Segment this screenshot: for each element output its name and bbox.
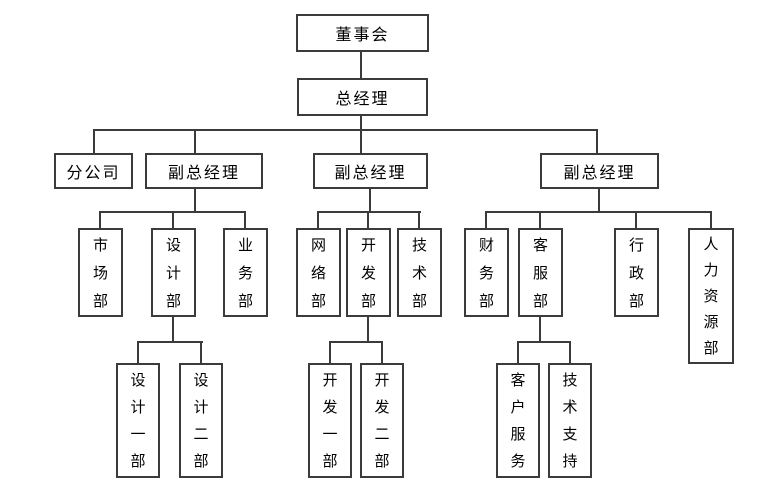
node-label: 设计一部	[130, 370, 146, 470]
connector-rail-design	[137, 341, 203, 343]
connector-stub-deputy-gm-3	[598, 189, 600, 212]
node-label: 市场部	[92, 235, 108, 310]
node-design-division-1: 设计一部	[116, 363, 160, 478]
connector-drop-development	[367, 212, 369, 228]
node-label: 董事会	[335, 25, 390, 44]
node-label: 开发一部	[322, 370, 338, 470]
node-tech-support-team: 技术支持	[548, 363, 592, 478]
connector-stub-customer-service	[539, 317, 541, 342]
connector-stub-design	[172, 317, 174, 342]
connector-drop-deputy-gm-3	[596, 130, 598, 153]
connector-drop-design-2	[200, 342, 202, 363]
connector-drop-hr	[710, 212, 712, 228]
node-label: 技术部	[411, 235, 427, 310]
connector-drop-branch-company	[93, 130, 95, 153]
node-development-division-2: 开发二部	[360, 363, 404, 478]
connector-rail-development	[329, 341, 383, 343]
node-development-division-1: 开发一部	[308, 363, 352, 478]
connector-board-gm	[360, 52, 362, 78]
node-human-resources-dept: 人力资源部	[688, 228, 734, 364]
node-business-dept: 业务部	[223, 228, 268, 317]
node-branch-company: 分公司	[54, 153, 133, 189]
node-admin-dept: 行政部	[614, 228, 659, 317]
node-board-of-directors: 董事会	[296, 14, 429, 52]
connector-drop-network	[317, 212, 319, 228]
node-label: 业务部	[237, 235, 253, 310]
node-customer-service-dept: 客服部	[518, 228, 563, 317]
node-deputy-gm-2: 副总经理	[313, 153, 428, 189]
connector-drop-finance	[485, 212, 487, 228]
connector-gm-main	[360, 116, 362, 153]
connector-drop-customer-service-team	[517, 342, 519, 363]
node-label: 客服部	[532, 235, 548, 310]
node-finance-dept: 财务部	[464, 228, 509, 317]
connector-drop-deputy-gm-1	[194, 130, 196, 153]
node-label: 网络部	[310, 235, 326, 310]
node-label: 人力资源部	[703, 235, 719, 357]
node-marketing-dept: 市场部	[78, 228, 123, 317]
node-label: 副总经理	[334, 163, 407, 182]
connector-drop-design	[172, 212, 174, 228]
connector-main-rail	[93, 129, 598, 131]
node-label: 设计二部	[193, 370, 209, 470]
node-design-dept: 设计部	[151, 228, 196, 317]
node-label: 副总经理	[167, 163, 240, 182]
node-label: 副总经理	[563, 163, 636, 182]
node-customer-service-team: 客户服务	[496, 363, 540, 478]
node-technology-dept: 技术部	[397, 228, 442, 317]
connector-rail-customer-service	[517, 341, 571, 343]
node-label: 设计部	[165, 235, 181, 310]
node-label: 开发二部	[374, 370, 390, 470]
connector-drop-technology	[418, 212, 420, 228]
node-label: 技术支持	[562, 370, 578, 470]
node-label: 客户服务	[510, 370, 526, 470]
node-network-dept: 网络部	[296, 228, 341, 317]
connector-stub-deputy-gm-2	[369, 189, 371, 212]
node-label: 总经理	[335, 89, 390, 108]
connector-drop-development-2	[381, 342, 383, 363]
connector-drop-marketing	[99, 212, 101, 228]
connector-rail-group-2	[317, 211, 421, 213]
node-label: 行政部	[628, 235, 644, 310]
node-general-manager: 总经理	[297, 78, 428, 116]
connector-stub-deputy-gm-1	[194, 189, 196, 212]
connector-stub-development	[367, 317, 369, 342]
connector-drop-admin	[635, 212, 637, 228]
node-design-division-2: 设计二部	[179, 363, 223, 478]
connector-drop-tech-support-team	[569, 342, 571, 363]
connector-rail-group-3	[485, 211, 712, 213]
node-deputy-gm-3: 副总经理	[540, 153, 659, 189]
connector-drop-design-1	[137, 342, 139, 363]
node-label: 分公司	[66, 163, 121, 182]
node-development-dept: 开发部	[346, 228, 391, 317]
connector-drop-business	[244, 212, 246, 228]
node-label: 开发部	[360, 235, 376, 310]
node-deputy-gm-1: 副总经理	[145, 153, 263, 189]
connector-drop-customer-service	[539, 212, 541, 228]
node-label: 财务部	[478, 235, 494, 310]
connector-drop-development-1	[329, 342, 331, 363]
